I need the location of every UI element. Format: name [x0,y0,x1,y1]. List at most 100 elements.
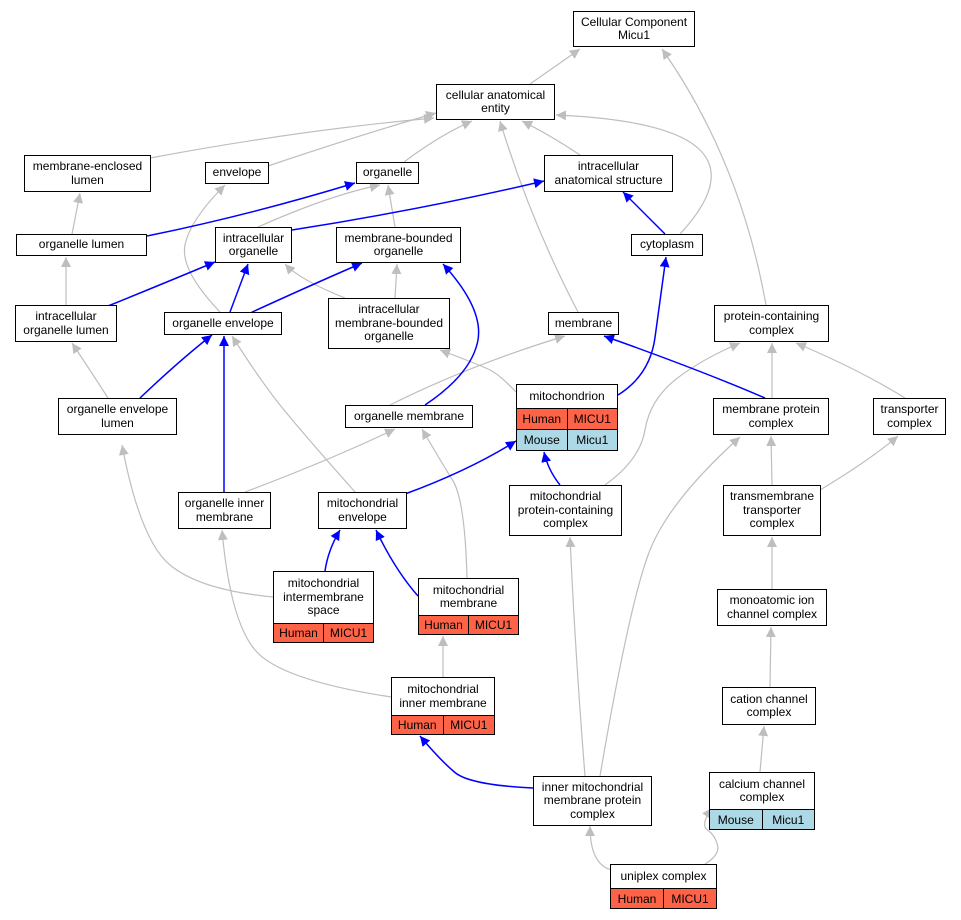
edge-oenv-io [229,263,250,313]
node-mel[interactable]: membrane-enclosed lumen [24,155,151,192]
edge-org-cae [403,120,473,163]
node-label: transmembrane transporter complex [729,489,815,531]
node-moicc[interactable]: monoatomic ion channel complex [717,589,827,626]
annotation-species: Human [617,891,657,906]
edge-orgl-org [146,181,356,237]
annotation-species: Human [424,618,463,632]
node-org[interactable]: organelle [356,162,419,184]
node-cae[interactable]: cellular anatomical entity [436,84,555,120]
edge-io-ias [291,178,545,231]
annotation-gene: Micu1 [761,810,815,829]
node-tc[interactable]: transporter complex [873,398,946,435]
node-imbo[interactable]: intracellular membrane-bounded organelle [328,298,450,349]
node-label: mitochondrial envelope [326,496,399,524]
node-label: Cellular Component Micu1 [580,14,688,42]
node-root[interactable]: Cellular Component Micu1 [573,11,695,47]
node-label: mitochondrion [529,388,605,403]
annotation-row: Human MICU1 [611,888,716,908]
node-label: mitochondrial intermembrane space [283,576,364,618]
annotation-row: Mouse Micu1 [710,809,814,829]
node-label: protein-containing complex [723,309,820,337]
node-iol[interactable]: intracellular organelle lumen [15,305,117,342]
edge-iol-io [107,261,216,307]
node-label: cytoplasm [639,237,695,252]
edge-oim-om [244,428,396,493]
node-mpc[interactable]: membrane protein complex [713,398,829,435]
edge-oel-oenv [139,334,213,399]
annotation-gene: MICU1 [663,889,716,908]
node-label: envelope [212,165,262,180]
edge-cyto-ias [622,191,666,235]
node-pcc[interactable]: protein-containing complex [714,305,829,342]
node-io[interactable]: intracellular organelle [215,227,292,263]
annotation-row: Human MICU1 [517,408,617,429]
edge-cyto-cae [555,110,712,235]
edge-mim-oim [217,529,392,698]
node-label: membrane [554,315,613,330]
node-label: monoatomic ion channel complex [726,593,818,621]
node-mbo[interactable]: membrane-bounded organelle [336,227,461,263]
node-label: organelle inner membrane [184,496,265,524]
node-oel[interactable]: organelle envelope lumen [58,398,177,435]
edge-imbo-io [284,263,346,299]
edge-oenv-mbo [247,262,363,315]
node-ias[interactable]: intracellular anatomical structure [544,155,673,192]
edge-ttc-tc [819,435,899,491]
edge-om-mbo [424,263,480,406]
node-cyto[interactable]: cytoplasm [631,234,703,256]
edge-mito-cyto [617,256,670,396]
edge-cachc-ccc [758,725,769,773]
node-label: intracellular membrane-bounded organelle [334,302,444,344]
node-label: organelle [362,165,413,180]
node-label: membrane protein complex [722,402,820,430]
node-mpcc[interactable]: mitochondrial protein-containing complex [509,485,622,536]
edge-mito-imbo [439,348,517,393]
annotation-species: Human [279,626,318,640]
node-mem[interactable]: membrane [548,312,619,335]
edge-me-mito [404,440,517,495]
node-label: calcium channel complex [718,776,806,804]
node-oim[interactable]: organelle inner membrane [178,492,271,529]
node-imc[interactable]: inner mitochondrial membrane protein com… [533,776,652,826]
annotation-gene: Micu1 [566,430,618,450]
edge-env-cae [267,110,437,167]
node-label: mitochondrial membrane [432,582,505,610]
annotation-gene: MICU1 [323,624,373,642]
node-ccc[interactable]: cation channel complex [722,687,816,725]
node-ttc[interactable]: transmembrane transporter complex [723,485,821,536]
annotation-species: Human [522,412,562,426]
node-om[interactable]: organelle membrane [345,405,473,428]
edge-ccc-moicc [765,626,776,688]
node-label: intracellular anatomical structure [554,159,663,187]
edge-mm-om [421,428,468,579]
node-me[interactable]: mitochondrial envelope [318,492,407,529]
node-oenv[interactable]: organelle envelope [164,312,282,335]
node-label: mitochondrial inner membrane [399,682,487,710]
edge-mpcc-pcc [604,342,741,486]
node-label: mitochondrial protein-containing complex [517,489,614,531]
edge-tc-pcc [795,342,906,399]
node-orgl[interactable]: organelle lumen [16,234,147,256]
annotation-gene: MICU1 [566,409,618,429]
edge-unip-cachc [702,807,719,865]
edge-ias-cae [521,120,581,156]
node-label: organelle membrane [353,408,465,423]
node-env[interactable]: envelope [205,162,269,184]
edge-mel-cae [149,113,435,159]
annotation-row: Human MICU1 [274,623,373,642]
edge-mbo-org [384,184,396,228]
node-label: organelle envelope [172,315,274,330]
annotation-species: Mouse [717,812,754,827]
edge-mpcc-mito [541,451,561,486]
node-label: membrane-bounded organelle [344,230,453,258]
